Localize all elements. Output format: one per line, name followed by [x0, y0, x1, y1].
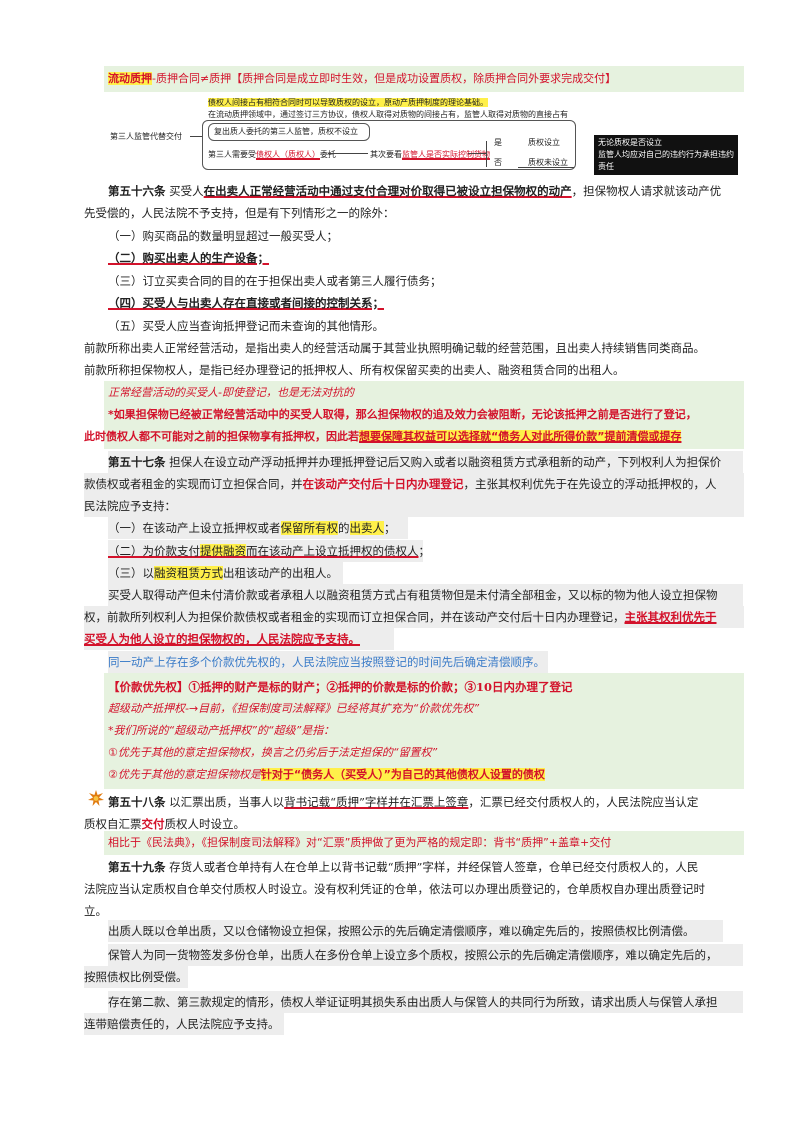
art57-para1: 第五十七条 担保人在设立动产浮动抵押并办理抵押登记后又购入或者以融资租赁方式承租… [108, 451, 743, 473]
diagram-yes-result: 质权设立 [528, 138, 560, 147]
diagram-box-top-text: 复出质人委托的第三人监管，质权不设立 [214, 127, 358, 136]
art56-title: 第五十六条 [108, 184, 166, 198]
art56-item2: （二）购买出卖人的生产设备； [108, 251, 269, 265]
art57-para2-end: 买受人为他人设立的担保物权的，人民法院应予支持。 [84, 628, 394, 650]
art56-para1: 第五十六条 买受人在出卖人正常经营活动中通过支付合理对价取得已被设立担保物权的动… [108, 184, 722, 198]
note56-line3: 此时债权人都不可能对之前的担保物享有抵押权，因此若想要保障其权益可以选择就“债务… [84, 430, 682, 443]
note57-line2: *我们所说的“超级动产抵押权”的“超级”是指： [108, 724, 335, 737]
pledge-diagram: 债权人间接占有相符合同时可以导致质权的设立，原动产质押制度的理论基础。 在流动质… [108, 95, 738, 175]
art56-item3: （三）订立买卖合同的目的在于担保出卖人或者第三人履行债务； [108, 274, 442, 288]
note57-head: 【价款优先权】①抵押的财产是标的财产；②抵押的价款是标的价款；③10日内办理了登… [108, 680, 573, 694]
note56-line1: 正常经营活动的买受人-即使登记，也是无法对抗的 [108, 386, 354, 399]
art59-para3-cont: 按照债权比例受偿。 [84, 966, 188, 988]
art56-para2: 前款所称出卖人正常经营活动，是指出卖人的经营活动属于其营业执照明确记载的经营范围… [84, 341, 705, 355]
art56-item5: （五）买受人应当查询抵押登记而未查询的其他情形。 [108, 319, 384, 333]
note57-line4: ②优先于其他的意定担保物权是针对于“债务人（买受人）”为自己的其他债权人设置的债… [108, 768, 545, 781]
art57-para1-cont: 款债权或者租金的实现而订立担保合同，并在该动产交付后十日内办理登记，主张其权利优… [84, 473, 744, 495]
art58-note: 相比于《民法典》，《担保制度司法解释》对“汇票”质押做了更为严格的规定即：背书“… [108, 836, 612, 849]
art57-item2: （二）为价款支付提供融资而在该动产上设立抵押权的债权人； [108, 540, 423, 562]
art57-para2: 买受人取得动产但未付清价款或者承租人以融资租赁方式占有租赁物但是未付清全部租金，… [108, 584, 743, 606]
note58-box [104, 831, 744, 855]
art58-para1-cont: 质权自汇票交付质权人时设立。 [84, 817, 245, 831]
art59-para4: 存在第二款、第三款规定的情形，债权人举证证明其损失系由出质人与保管人的共同行为所… [108, 991, 743, 1013]
note56-line2: *如果担保物已经被正常经营活动中的买受人取得，那么担保物权的追及效力会被阻断，无… [108, 408, 697, 421]
art59-para3: 保管人为同一货物签发多份仓单，出质人在多份仓单上设立多个质权，按照公示的先后确定… [108, 944, 743, 966]
art56-item1: （一）购买商品的数量明显超过一般买受人； [108, 229, 338, 243]
art57-para2-cont: 权，前款所列权利人为担保价款债权或者租金的实现而订立担保合同，并在该动产交付后十… [84, 606, 744, 628]
top-note-text: -质押合同≠质押【质押合同是成立即时生效，但是成功设置质权，除质押合同外要求完成… [152, 72, 617, 85]
note57-line3: ①优先于其他的意定担保物权，换言之仍劣后于法定担保的“留置权” [108, 746, 438, 759]
art59-para4-cont: 连带赔偿责任的，人民法院应予支持。 [84, 1013, 284, 1035]
diagram-left-label: 第三人监管代替交付 [110, 132, 182, 141]
art57-item3: （三）以融资租赁方式出租该动产的出租人。 [108, 562, 343, 584]
starburst-icon [88, 790, 104, 806]
diagram-no-result: 质权未设立 [528, 158, 568, 167]
diagram-no: 否 [494, 158, 502, 167]
diagram-box-check: 其次要看监管人是否实际控制货物 [370, 150, 490, 159]
art59-para1: 第五十九条 存货人或者仓单持有人在仓单上以背书记载“质押”字样，并经保管人签章，… [108, 860, 699, 874]
art56-item4: （四）买受人与出卖人存在直接或者间接的控制关系； [108, 296, 384, 310]
diagram-line1: 债权人间接占有相符合同时可以导致质权的设立，原动产质押制度的理论基础。 [208, 98, 488, 107]
art59-para2: 出质人既以仓单出质，又以仓储物设立担保，按照公示的先后确定清偿顺序，难以确定先后… [108, 920, 723, 942]
art59-para1-cont: 法院应当认定质权自仓单交付质权人时设立。没有权利凭证的仓单，依法可以办理出质登记… [84, 882, 705, 896]
top-note-box [104, 66, 744, 92]
note57-line1: 超级动产抵押权-→目前，《担保制度司法解释》已经将其扩充为“价款优先权” [108, 702, 480, 715]
top-note: 流动质押-质押合同≠质押【质押合同是成立即时生效，但是成功设置质权，除质押合同外… [108, 68, 743, 90]
art59-para1-end: 立。 [84, 904, 107, 918]
diagram-yes: 是 [494, 138, 502, 147]
art58-para1: 第五十八条 以汇票出质，当事人以背书记载“质押”字样并在汇票上签章，汇票已经交付… [108, 795, 699, 809]
diagram-box-bottom: 第三人需要受债权人（质权人）委托 [208, 150, 336, 159]
top-note-prefix: 流动质押 [108, 72, 152, 85]
art56-para1-cont: 先受偿的，人民法院不予支持，但是有下列情形之一的除外： [84, 206, 395, 220]
art56-para3: 前款所称担保物权人，是指已经办理登记的抵押权人、所有权保留买卖的出卖人、融资租赁… [84, 363, 625, 377]
art57-item1: （一）在该动产上设立抵押权或者保留所有权的出卖人； [108, 517, 408, 539]
art57-para3: 同一动产上存在多个价款优先权的，人民法院应当按照登记的时间先后确定清偿顺序。 [108, 651, 548, 673]
diagram-line2: 在流动质押领域中，通过签订三方协议，债权人取得对质物的间接占有，监管人取得对质物… [208, 110, 568, 119]
diagram-box-top [208, 123, 370, 141]
art57-para1-end: 民法院应予支持： [84, 495, 744, 517]
diagram-black-box: 无论质权是否设立 监管人均应对自己的违约行为承担违约责任 [594, 135, 738, 175]
